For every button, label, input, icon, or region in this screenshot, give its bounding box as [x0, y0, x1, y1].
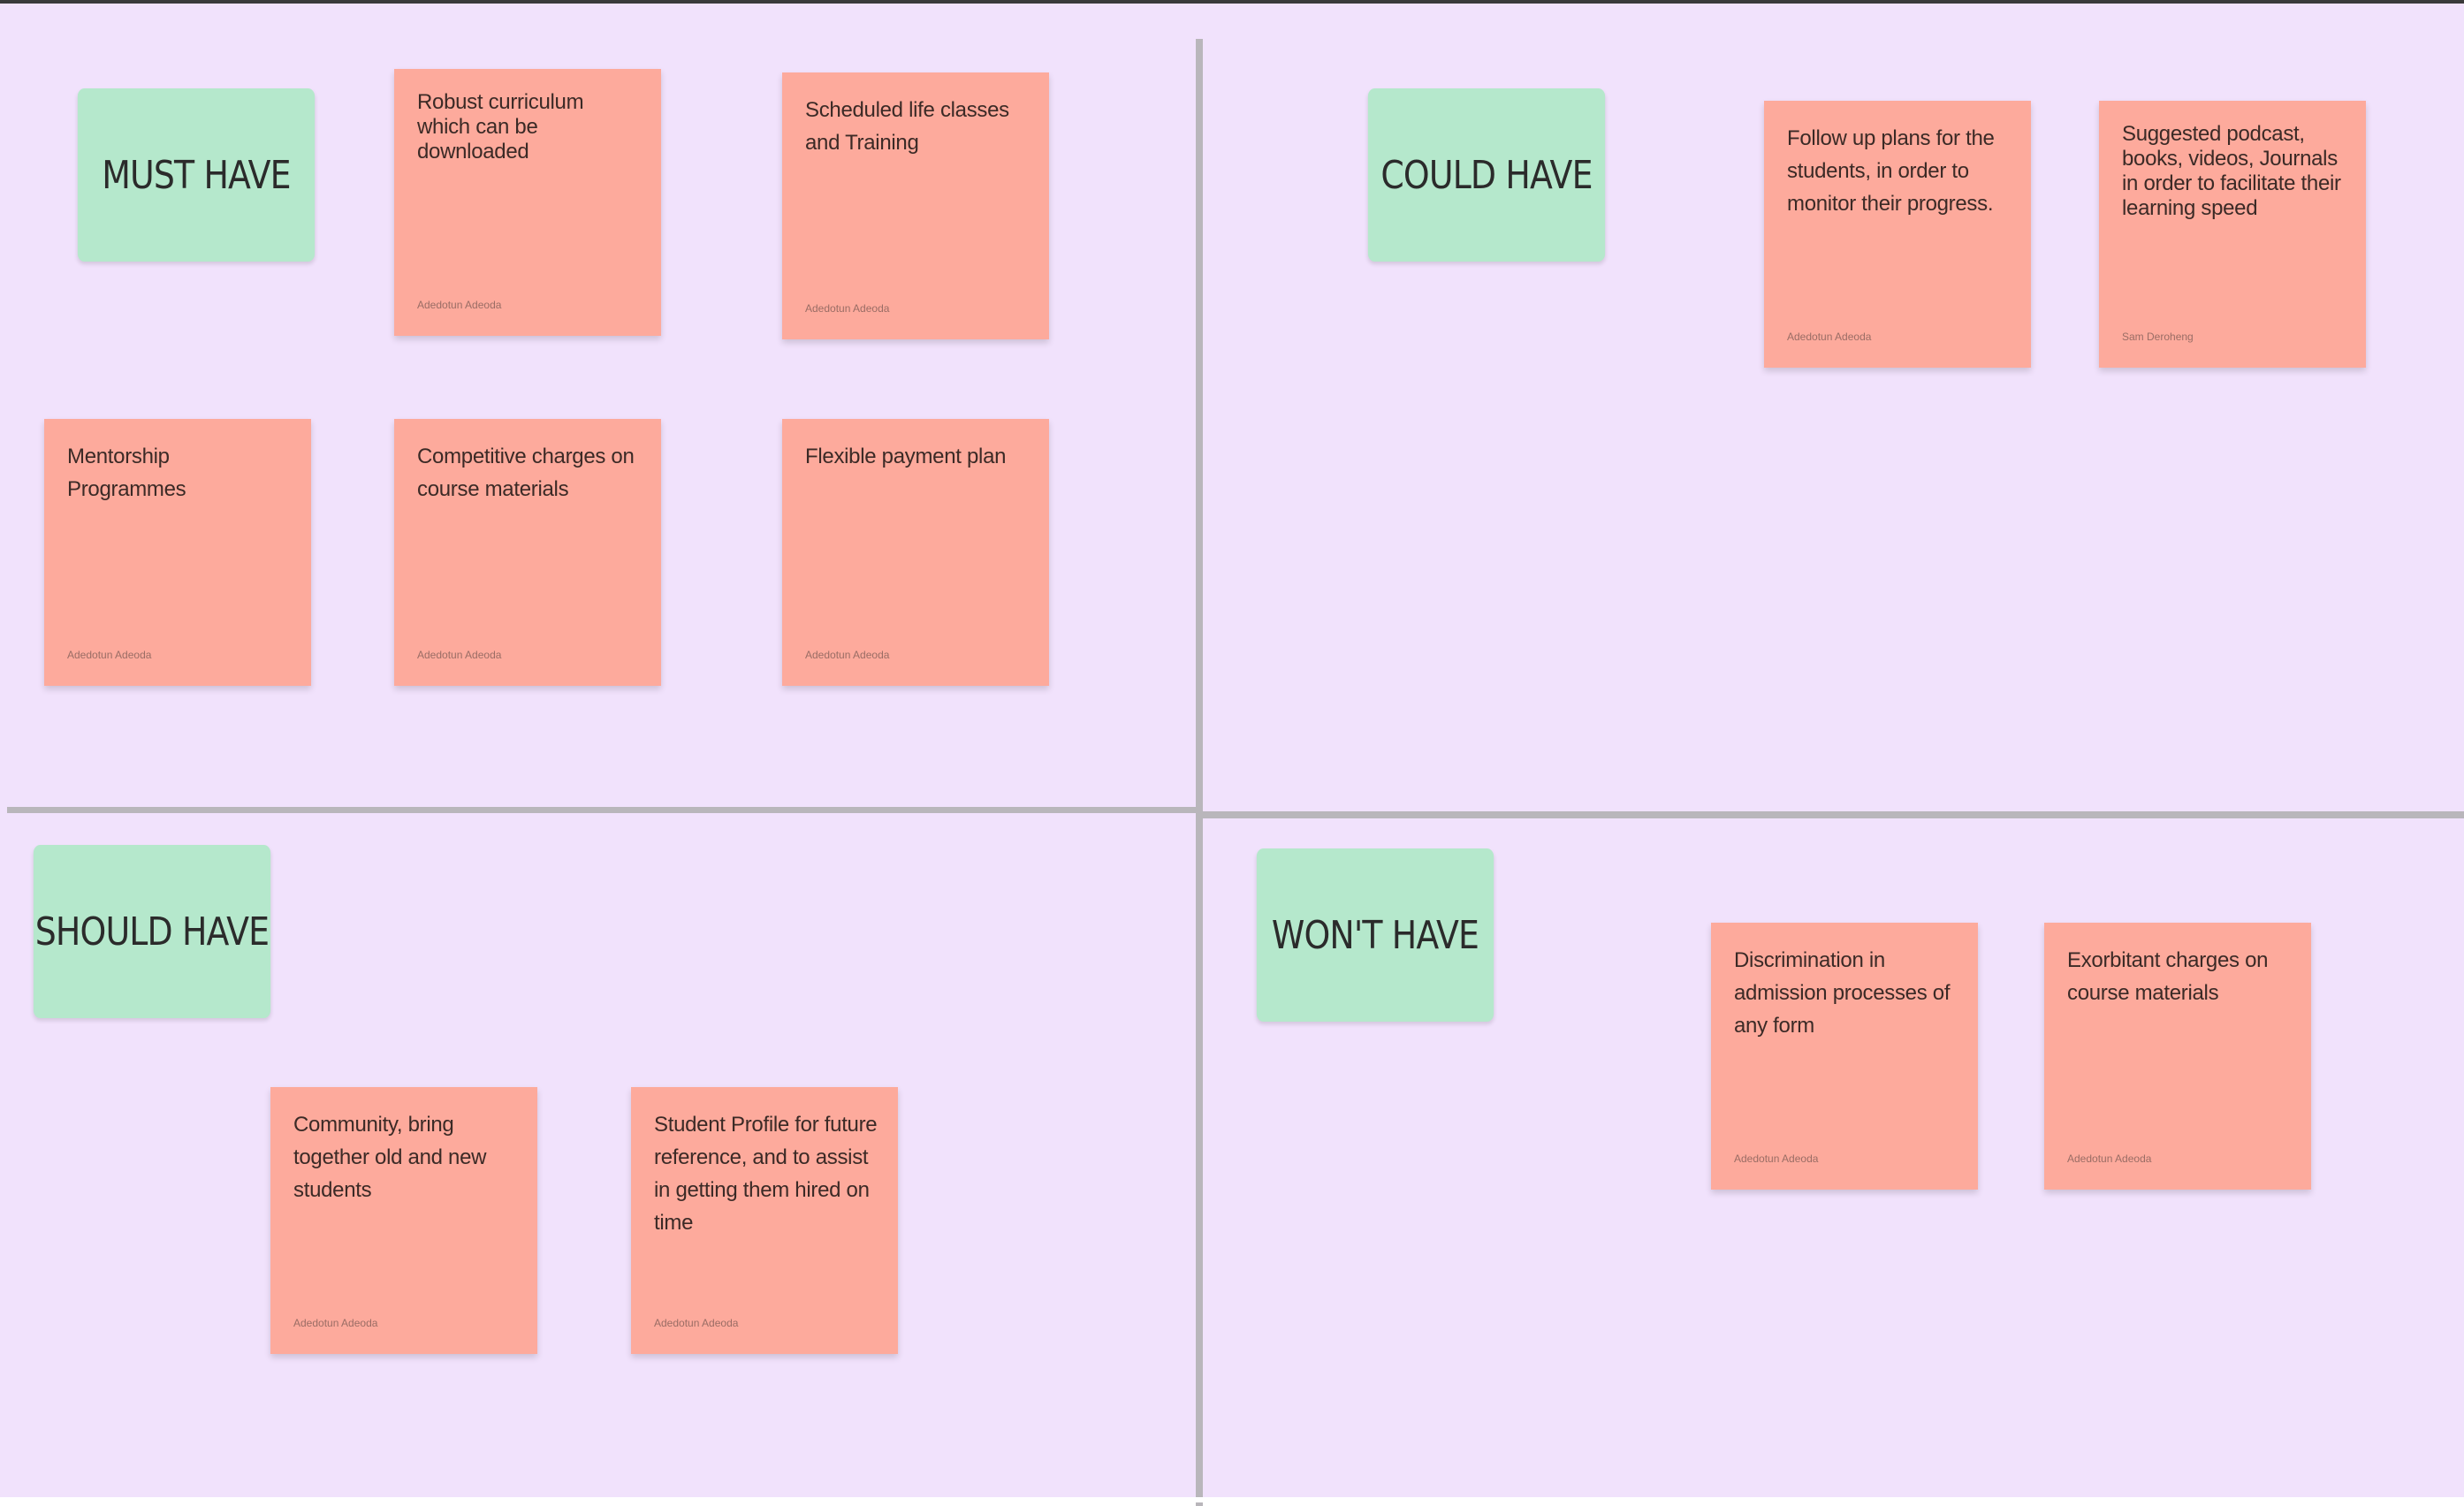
board-bottom-edge [0, 1497, 2464, 1502]
note-author: Adedotun Adeoda [805, 649, 890, 661]
note-author: Adedotun Adeoda [805, 302, 890, 315]
sticky-note-suggested-podcast[interactable]: Suggested podcast, books, videos, Journa… [2099, 101, 2366, 368]
note-author: Adedotun Adeoda [67, 649, 152, 661]
sticky-note-flexible-payment[interactable]: Flexible payment plan Adedotun Adeoda [782, 419, 1049, 686]
sticky-note-follow-up-plans[interactable]: Follow up plans for the students, in ord… [1764, 101, 2031, 368]
note-text: Suggested podcast, books, videos, Journa… [2122, 122, 2341, 220]
could-have-label[interactable]: COULD HAVE [1367, 88, 1606, 262]
note-text: Community, bring together old and new st… [293, 1113, 487, 1202]
note-text: Student Profile for future reference, an… [654, 1113, 878, 1235]
horizontal-divider-left [7, 807, 1196, 813]
sticky-note-competitive-charges[interactable]: Competitive charges on course materials … [394, 419, 661, 686]
note-text: Scheduled life classes and Training [805, 98, 1009, 155]
sticky-note-discrimination[interactable]: Discrimination in admission processes of… [1711, 923, 1978, 1190]
vertical-divider [1196, 39, 1203, 1506]
note-text: Robust curriculum which can be downloade… [417, 90, 584, 164]
sticky-note-scheduled-classes[interactable]: Scheduled life classes and Training Aded… [782, 72, 1049, 339]
note-text: Exorbitant charges on course materials [2067, 948, 2269, 1005]
note-text: Follow up plans for the students, in ord… [1787, 126, 1995, 216]
note-author: Adedotun Adeoda [417, 649, 502, 661]
note-author: Adedotun Adeoda [293, 1317, 378, 1329]
note-text: Discrimination in admission processes of… [1734, 948, 1951, 1038]
note-text: Mentorship Programmes [67, 445, 186, 501]
wont-have-label[interactable]: WON'T HAVE [1256, 848, 1494, 1022]
sticky-note-robust-curriculum[interactable]: Robust curriculum which can be downloade… [394, 69, 661, 336]
note-text: Flexible payment plan [805, 445, 1007, 468]
note-author: Adedotun Adeoda [417, 299, 502, 311]
note-text: Competitive charges on course materials [417, 445, 635, 501]
sticky-note-exorbitant-charges[interactable]: Exorbitant charges on course materials A… [2044, 923, 2311, 1190]
note-author: Adedotun Adeoda [654, 1317, 739, 1329]
should-have-label[interactable]: SHOULD HAVE [33, 845, 271, 1018]
sticky-note-community[interactable]: Community, bring together old and new st… [270, 1087, 537, 1354]
sticky-note-mentorship[interactable]: Mentorship Programmes Adedotun Adeoda [44, 419, 311, 686]
note-author: Adedotun Adeoda [2067, 1152, 2152, 1165]
note-author: Adedotun Adeoda [1787, 331, 1872, 343]
note-author: Adedotun Adeoda [1734, 1152, 1819, 1165]
sticky-note-student-profile[interactable]: Student Profile for future reference, an… [631, 1087, 898, 1354]
horizontal-divider-right [1203, 811, 2464, 818]
must-have-label[interactable]: MUST HAVE [77, 88, 316, 262]
note-author: Sam Deroheng [2122, 331, 2194, 343]
